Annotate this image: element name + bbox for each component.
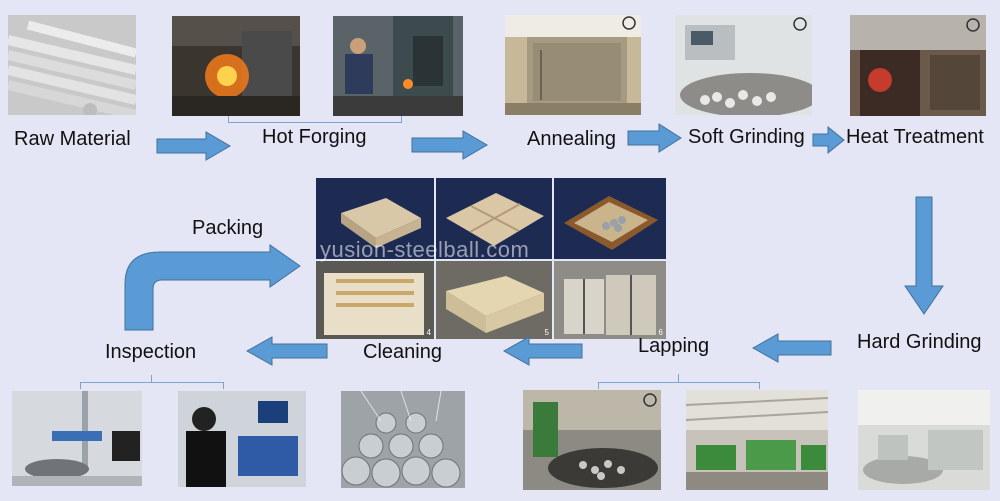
photo-cleaning <box>341 391 465 488</box>
arrow-right-3 <box>627 123 682 153</box>
photo-inspection-1 <box>12 391 142 486</box>
inspection-bracket-tick <box>151 375 152 383</box>
label-packing: Packing <box>192 217 264 239</box>
photo-raw-material <box>8 15 136 115</box>
arrow-left-3 <box>246 336 328 366</box>
photo-lapping-2 <box>686 390 828 490</box>
photo-inspection-2 <box>178 391 306 487</box>
photo-lapping-1 <box>523 390 661 490</box>
hot-forging-bracket <box>228 116 402 123</box>
label-hot-forging: Hot Forging <box>262 126 367 148</box>
photo-number-5: 5 <box>544 328 549 337</box>
arrow-right-4 <box>812 125 845 155</box>
arrow-left-2 <box>503 336 583 366</box>
label-lapping: Lapping <box>638 335 710 357</box>
inspection-bracket <box>80 382 224 389</box>
photo-hot-forging-2 <box>333 16 463 116</box>
lapping-bracket <box>598 382 760 389</box>
lapping-bracket-tick <box>678 374 679 382</box>
label-heat-treatment: Heat Treatment <box>846 126 984 148</box>
arrow-right-1 <box>156 131 231 161</box>
photo-packing-5: 5 <box>436 261 552 339</box>
photo-hot-forging-1 <box>172 16 300 116</box>
arrow-right-2 <box>411 130 488 160</box>
label-inspection: Inspection <box>105 341 197 363</box>
photo-number-4: 4 <box>426 328 431 337</box>
photo-packing-3 <box>554 178 666 259</box>
photo-heat-treatment <box>850 15 986 116</box>
photo-hard-grinding <box>858 390 990 490</box>
label-hard-grinding: Hard Grinding <box>857 331 982 353</box>
photo-packing-6: 6 <box>554 261 666 339</box>
photo-number-6: 6 <box>658 328 663 337</box>
label-soft-grinding: Soft Grinding <box>688 126 805 148</box>
label-annealing: Annealing <box>527 128 616 150</box>
arrow-left-1 <box>752 333 832 363</box>
arrow-down <box>904 196 944 315</box>
photo-packing-4: 4 <box>316 261 434 339</box>
photo-packing-2 <box>436 178 552 259</box>
label-raw-material: Raw Material <box>14 128 131 150</box>
photo-packing-1 <box>316 178 434 259</box>
photo-soft-grinding <box>675 15 812 115</box>
label-cleaning: Cleaning <box>363 341 442 363</box>
arrow-curved-up-right <box>124 244 301 331</box>
photo-annealing <box>505 15 641 115</box>
watermark: yusion-steelball.com <box>320 237 530 262</box>
